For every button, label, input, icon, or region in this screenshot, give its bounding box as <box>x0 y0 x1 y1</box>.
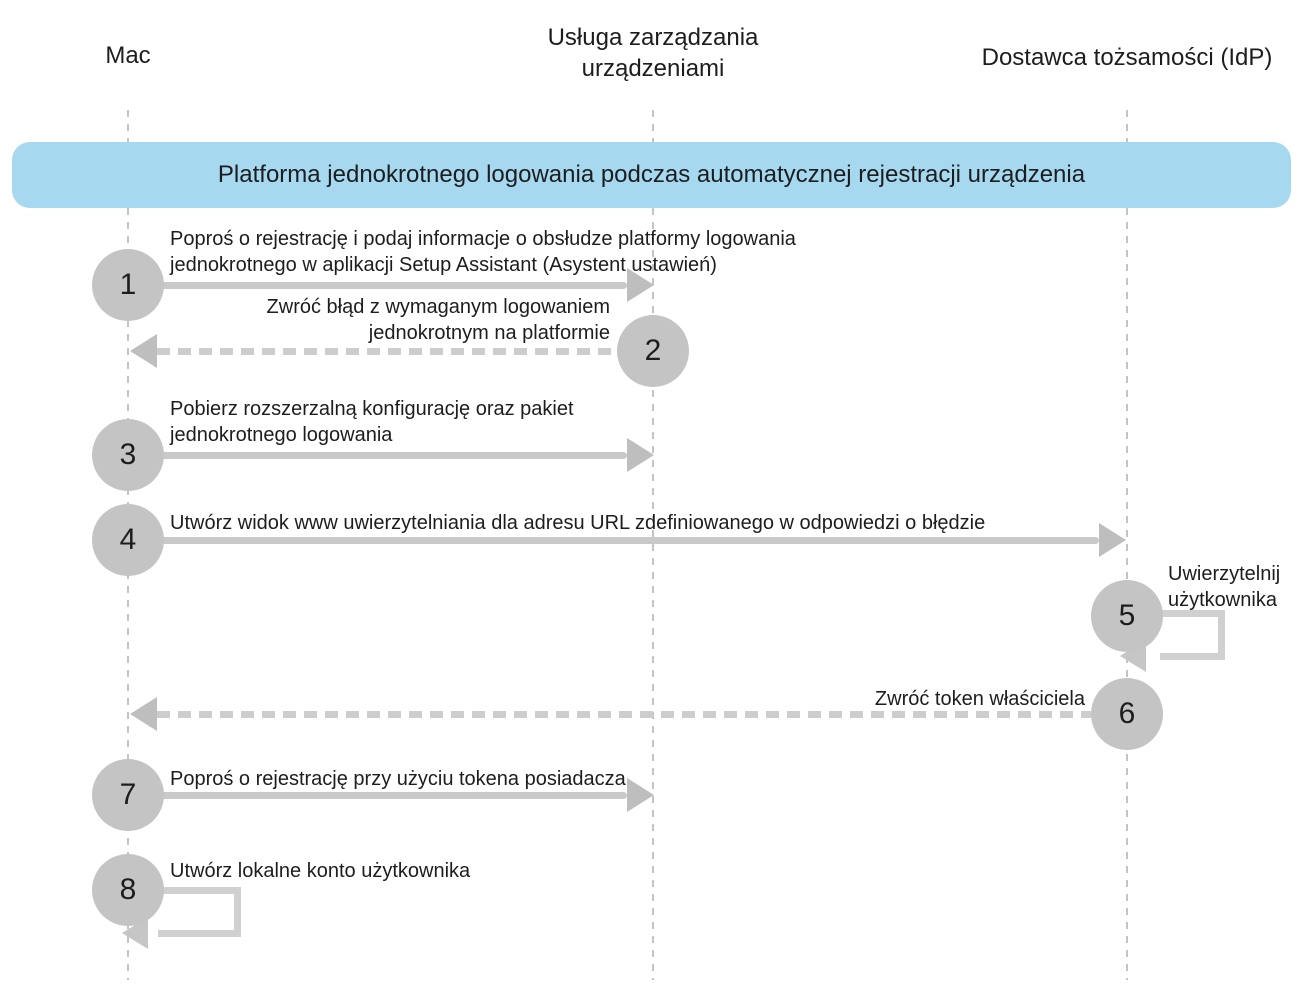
step-3-number: 3 <box>119 438 137 471</box>
arrow-right-icon <box>627 778 654 812</box>
step-8-circle: 8 <box>92 854 164 926</box>
step-6-circle: 6 <box>1091 678 1163 750</box>
step-1-circle: 1 <box>92 249 164 321</box>
step-5-label: Uwierzytelnij użytkownika <box>1168 563 1281 611</box>
step-5-circle: 5 <box>1091 580 1163 652</box>
step-2-arrow-line <box>157 348 617 355</box>
step-4-number: 4 <box>119 523 137 556</box>
step-8-number: 8 <box>119 873 137 906</box>
step-4-circle: 4 <box>92 504 164 576</box>
step-1-label: Poproś o rejestrację i podaj informacje … <box>170 228 796 276</box>
arrow-right-icon <box>627 438 654 472</box>
arrow-right-icon <box>627 268 654 302</box>
step-6-arrow-line <box>157 711 1091 718</box>
step-2-number: 2 <box>644 334 662 367</box>
step-4-arrow-line <box>160 537 1099 544</box>
arrow-right-icon <box>1099 523 1126 557</box>
lifeline-mdm <box>652 110 654 980</box>
step-6-label: Zwróć token właściciela <box>874 688 1085 710</box>
step-7-circle: 7 <box>92 759 164 831</box>
step-3-arrow-line <box>160 452 627 459</box>
title-banner-text: Platforma jednokrotnego logowania podcza… <box>217 161 1086 188</box>
step-4-label: Utwórz widok www uwierzytelniania dla ad… <box>170 512 986 534</box>
step-5-number: 5 <box>1118 599 1136 632</box>
step-7-number: 7 <box>119 778 137 811</box>
step-7-arrow-line <box>160 792 627 799</box>
step-3-label: Pobierz rozszerzalną konfigurację oraz p… <box>170 398 574 446</box>
actor-label-idp: Dostawca tożsamości (IdP) <box>981 44 1273 71</box>
actor-label-mdm: Usługa zarządzania urządzeniami <box>547 24 759 82</box>
step-1-arrow-line <box>160 282 627 289</box>
step-8-label: Utwórz lokalne konto użytkownika <box>170 860 471 882</box>
lifeline-idp <box>1126 110 1128 980</box>
step-3-circle: 3 <box>92 419 164 491</box>
step-5-self-loop <box>1160 610 1225 660</box>
step-2-circle: 2 <box>617 315 689 387</box>
step-1-number: 1 <box>119 268 137 301</box>
step-2-label: Zwróć błąd z wymaganym logowaniem jednok… <box>266 296 610 344</box>
step-8-self-loop <box>158 887 241 937</box>
actor-label-mac: Mac <box>105 42 151 69</box>
step-7-label: Poproś o rejestrację przy użyciu tokena … <box>170 768 626 790</box>
title-banner: Platforma jednokrotnego logowania podcza… <box>12 142 1291 208</box>
arrow-left-icon <box>130 697 157 731</box>
arrow-left-icon <box>130 334 157 368</box>
step-6-number: 6 <box>1118 697 1136 730</box>
